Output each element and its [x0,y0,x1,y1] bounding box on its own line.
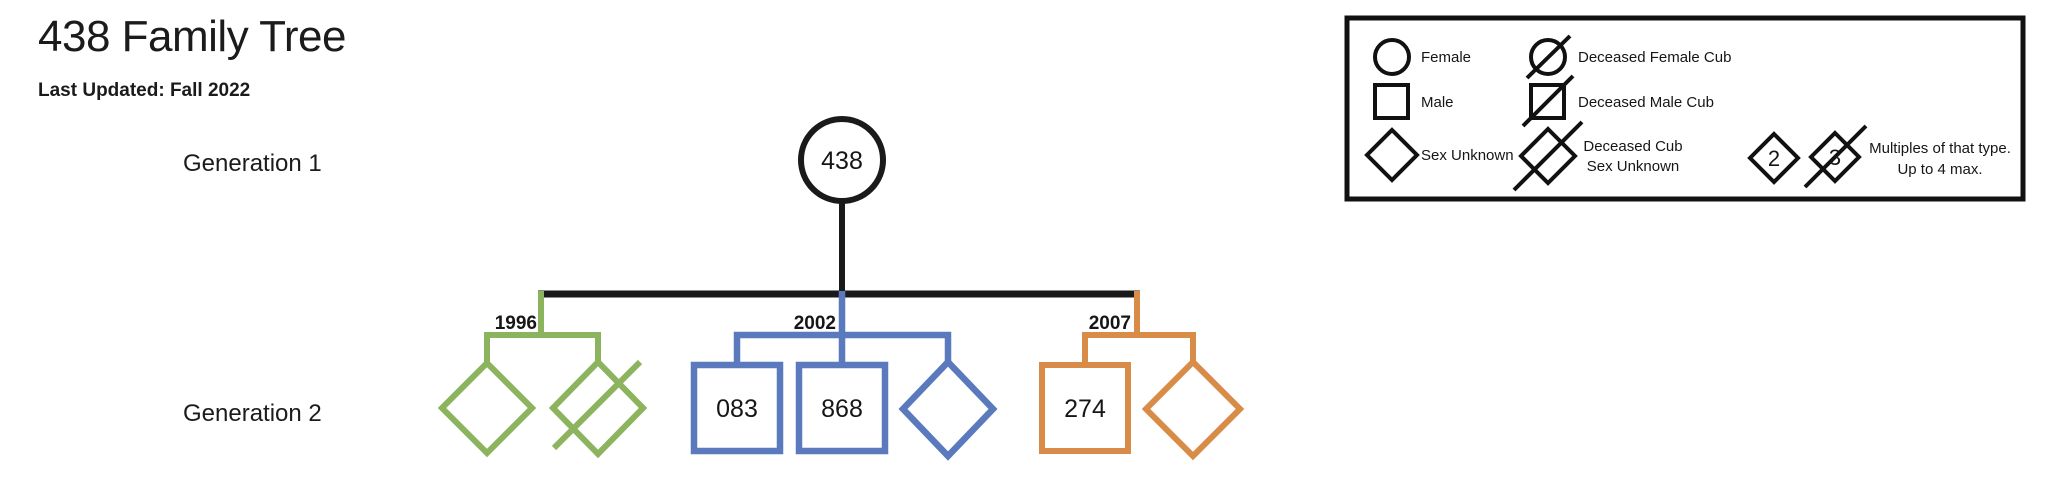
cub-node-274: 274 [1039,362,1131,454]
legend-multiples-plain-icon: 2 [1747,131,1801,185]
cub-diamond-sex-unknown [437,358,537,458]
male-square-shape [1039,362,1131,454]
litter-2007-year-label: 2007 [1089,313,1131,334]
litter-2007-sibling-bar [1082,332,1196,365]
litter-2002: 2002 083 868 [690,291,998,461]
litter-2007: 2007 274 [1039,291,1245,461]
legend-female-icon [1373,38,1411,76]
legend-male-label: Male [1421,94,1454,111]
cub-diamond-sex-unknown [1141,357,1245,461]
root-node-label: 438 [821,147,863,175]
cub-diamond-deceased-sex-unknown [548,357,648,459]
litter-1996-year-label: 1996 [495,313,537,334]
last-updated-text: Last Updated: Fall 2022 [38,80,251,101]
generation-2-label: Generation 2 [183,400,322,427]
cub-083-label: 083 [716,395,758,423]
legend-box: Female Male Sex Unknown Deceased Female … [1344,15,2026,202]
legend-sex-unknown-label: Sex Unknown [1421,147,1514,164]
legend-deceased-male-icon [1521,74,1575,128]
male-square-shape [690,361,784,455]
litter-2002-year-label: 2002 [794,313,836,334]
legend-sex-unknown-icon [1364,127,1420,183]
legend-deceased-female-icon [1525,34,1572,80]
litter-1996-sibling-bar [484,332,601,364]
legend-border [1344,15,2026,202]
legend-deceased-female-label: Deceased Female Cub [1578,49,1731,66]
legend-deceased-unknown-icon [1512,120,1584,192]
deceased-slash [551,359,643,451]
cub-274-label: 274 [1064,395,1106,423]
litter-2002-sibling-bar [733,331,952,365]
legend-multiples-label-line2: Up to 4 max. [1897,161,1982,178]
legend-deceased-male-label: Deceased Male Cub [1578,94,1714,111]
root-connector [538,198,1140,298]
legend-multiples-label-line1: Multiples of that type. [1869,140,2011,157]
male-square-shape [795,361,889,455]
cub-868-label: 868 [821,395,863,423]
female-circle-shape [798,116,886,204]
generation-1-label: Generation 1 [183,150,322,177]
legend-multiples-plain-value: 2 [1768,146,1780,171]
legend-deceased-unknown-label-line2: Sex Unknown [1587,158,1680,175]
legend-multiples-deceased-value: 3 [1829,145,1841,170]
legend-male-icon [1373,83,1410,120]
page-title: 438 Family Tree [38,12,346,61]
cub-node-083: 083 [690,361,784,455]
root-node-438: 438 [798,116,886,204]
legend-deceased-unknown-label-line1: Deceased Cub [1583,138,1682,155]
legend-female-label: Female [1421,49,1471,66]
cub-diamond-sex-unknown [898,357,998,461]
litter-1996: 1996 [437,291,648,459]
cub-node-868: 868 [795,361,889,455]
legend-multiples-deceased-icon: 3 [1803,124,1868,189]
